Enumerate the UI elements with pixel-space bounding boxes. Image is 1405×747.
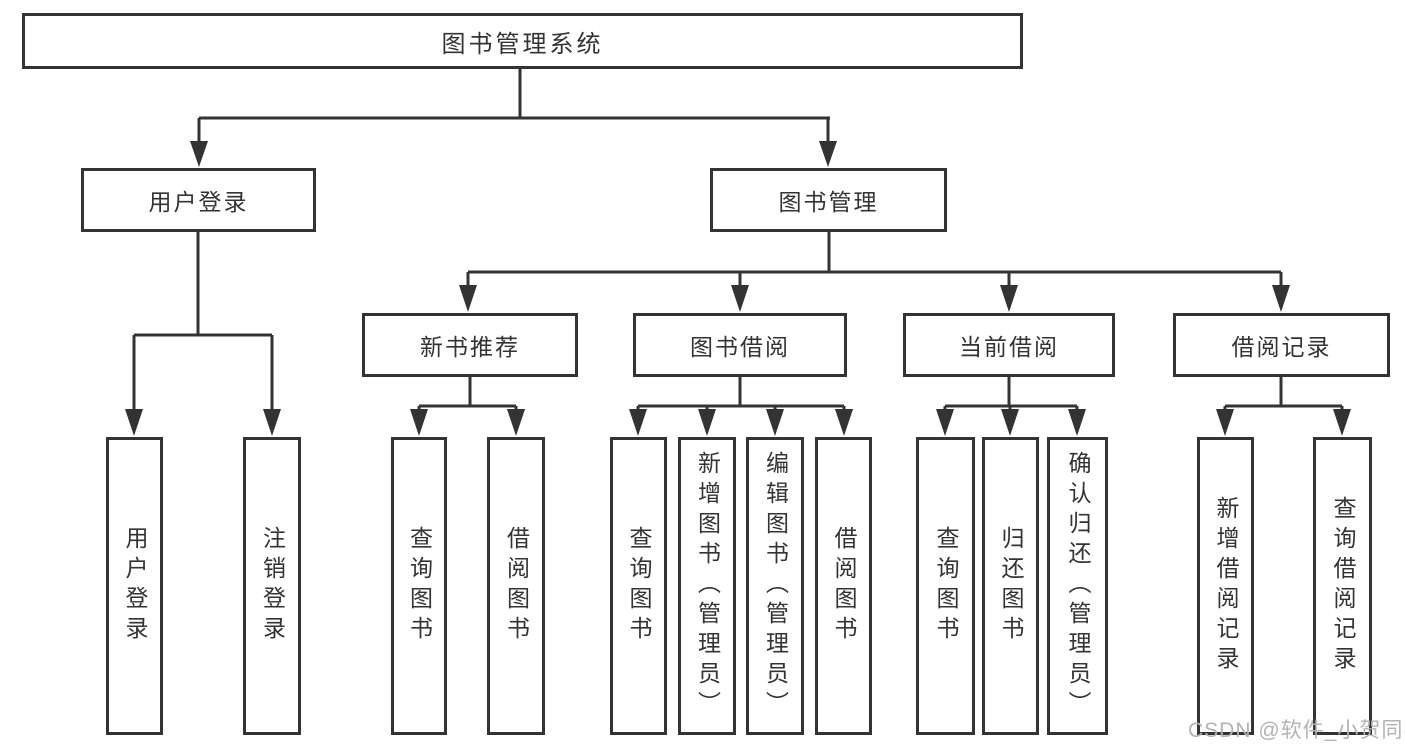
node-user-login: 用户登录 [81,168,316,232]
node-confirm-return-admin: 确认归还（管理员） [1047,437,1108,735]
node-borrow-books-recommend: 借阅图书 [487,437,545,735]
node-add-book-admin: 新增图书（管理员） [678,437,736,735]
node-library-system: 图书管理系统 [22,13,1023,69]
node-query-books-recommend: 查询图书 [391,437,447,735]
node-borrow-records: 借阅记录 [1173,313,1390,377]
node-return-book: 归还图书 [982,437,1039,735]
node-logout-action: 注销登录 [243,437,301,735]
node-add-borrow-record: 新增借阅记录 [1197,437,1254,735]
node-query-books-borrow: 查询图书 [610,437,667,735]
node-query-books-current: 查询图书 [916,437,975,735]
node-book-management: 图书管理 [710,168,947,232]
csdn-watermark: CSDN @软件_小贺同学 [1188,719,1405,742]
node-borrow-books-borrow: 借阅图书 [815,437,872,735]
node-edit-book-admin: 编辑图书（管理员） [746,437,804,735]
node-book-borrow: 图书借阅 [633,313,847,377]
node-current-borrow: 当前借阅 [903,313,1115,377]
node-query-borrow-record: 查询借阅记录 [1313,437,1372,735]
node-new-book-recommend: 新书推荐 [362,313,578,377]
node-user-login-action: 用户登录 [106,437,163,735]
